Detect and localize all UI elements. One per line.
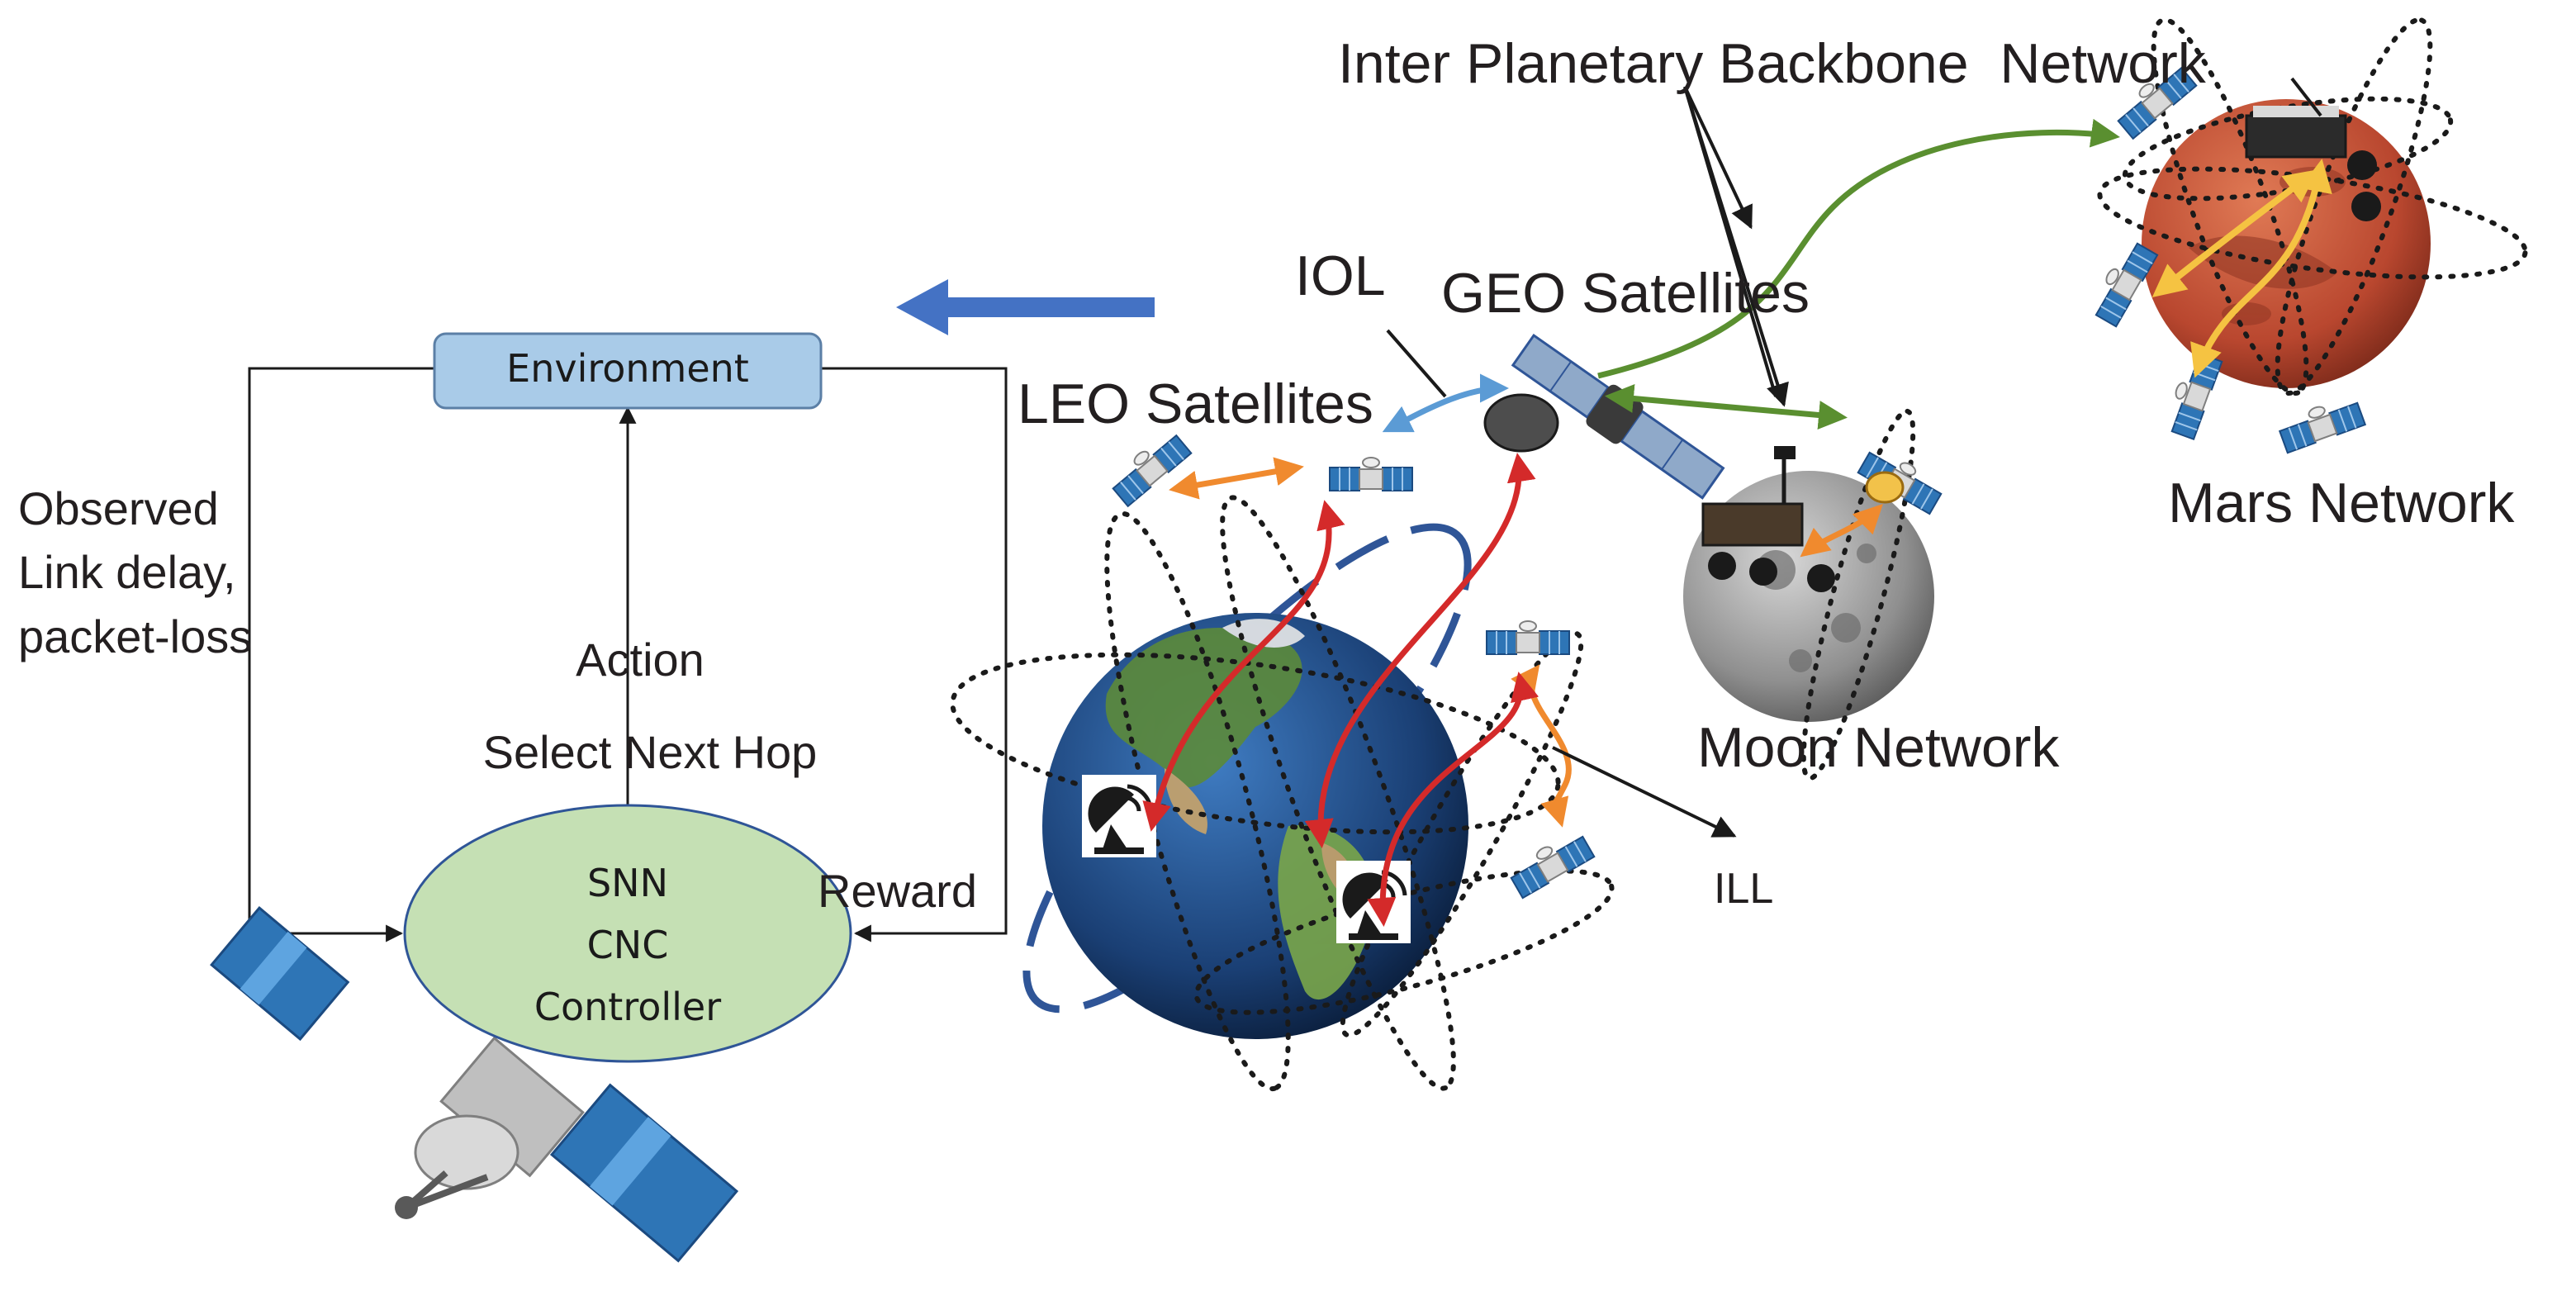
geo-moon-link-arrow	[1605, 384, 1848, 430]
controller-satellite-icon	[210, 905, 739, 1263]
controller-label-controller: Controller	[534, 985, 721, 1029]
ill-label: ILL	[1714, 865, 1773, 913]
ground-station-icon	[1336, 861, 1411, 943]
leo-link-arrow	[1169, 457, 1304, 500]
controller-label-snn: SNN	[587, 861, 668, 905]
observed-label-3: packet-loss	[18, 610, 252, 662]
observed-label-1: Observed	[18, 482, 219, 534]
mars-satellite-icon	[2275, 392, 2366, 454]
mars-link-arrow	[2190, 159, 2332, 378]
controller-ellipse: SNN CNC Controller	[403, 804, 852, 1063]
moon-link-arrow	[1800, 504, 1883, 558]
flow-arrow	[896, 279, 1155, 335]
moon-rover-icon	[1701, 446, 1835, 592]
controller-label-cnc: CNC	[587, 923, 669, 967]
ill-callout	[1552, 746, 1737, 838]
moon-satellite-dish	[1865, 471, 1905, 504]
mars-rover-icon	[2245, 106, 2381, 221]
ground-station-icon	[1082, 775, 1156, 857]
leo-satellites-label: LEO Satellites	[1018, 373, 1373, 435]
observed-label-2: Link delay,	[18, 546, 236, 598]
reward-label: Reward	[818, 865, 977, 917]
iol-label: IOL	[1295, 244, 1386, 307]
mars-network-label: Mars Network	[2168, 472, 2515, 534]
geo-satellites-label: GEO Satellites	[1441, 262, 1810, 325]
environment-label: Environment	[506, 346, 749, 391]
reward-feedback-line	[821, 367, 1008, 942]
ground-link-arrow	[1304, 453, 1536, 848]
environment-box: Environment	[433, 332, 823, 410]
backbone-callout	[1683, 86, 1777, 397]
leo-satellite-icon	[1505, 827, 1596, 900]
action-label: Action	[576, 634, 704, 686]
backbone-link-arrow	[1597, 118, 2120, 379]
ground-link-arrow	[1367, 672, 1539, 927]
backbone-label: Inter Planetary Backbone Network	[1338, 32, 2207, 95]
leo-satellite-icon	[1105, 426, 1193, 507]
mars-satellite-icon	[2161, 349, 2223, 440]
backbone-callout	[2290, 77, 2322, 117]
leo-satellite-icon	[1486, 620, 1570, 655]
iol-callout	[1386, 329, 1447, 398]
iol-link-arrow	[1382, 373, 1509, 433]
backbone-callout	[1683, 86, 1753, 230]
select-next-hop-label: Select Next Hop	[483, 726, 818, 778]
observed-feedback-line	[248, 367, 434, 942]
mars-satellite-icon	[2086, 237, 2159, 328]
moon-network-label: Moon Network	[1697, 716, 2060, 779]
moon-orbit-dotted	[1800, 408, 1916, 781]
leo-satellite-icon	[1329, 457, 1413, 491]
